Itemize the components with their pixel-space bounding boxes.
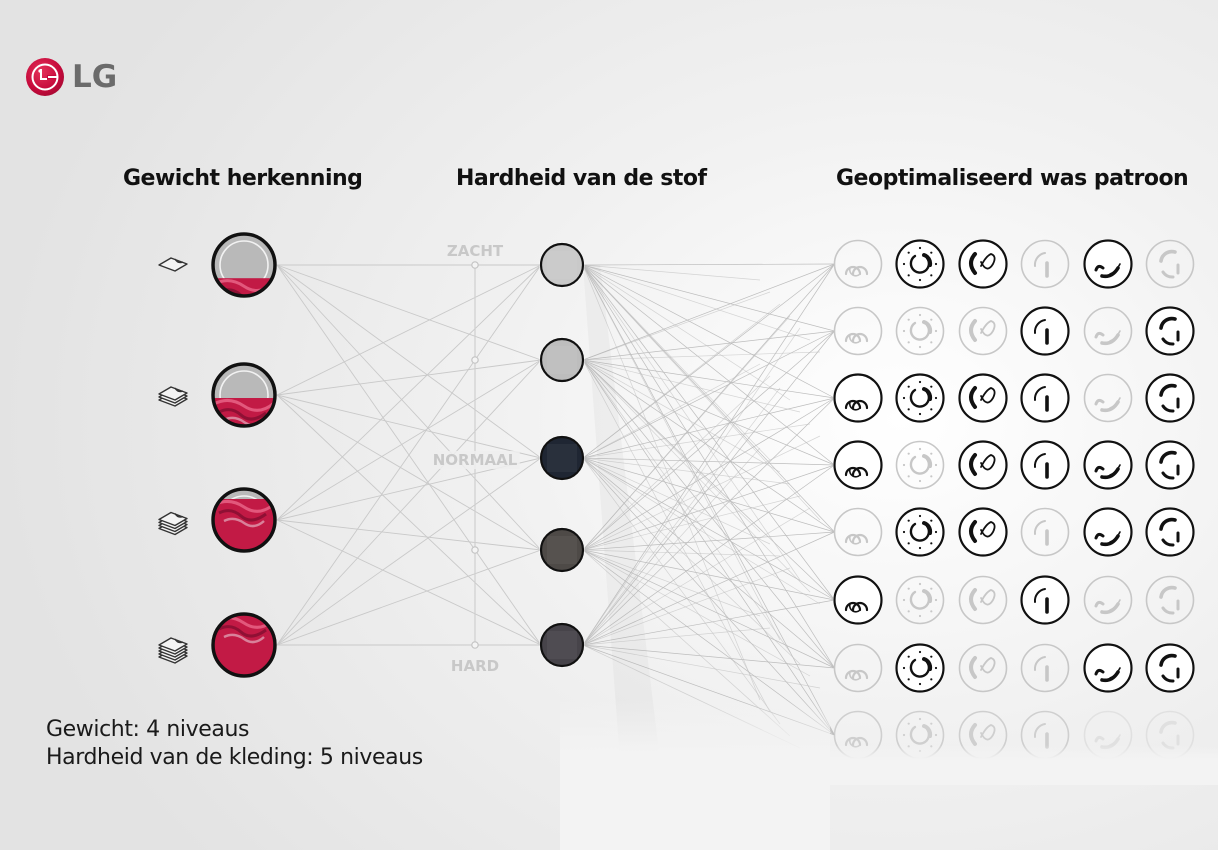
rolling-icon-active xyxy=(833,440,883,490)
rolling-icon-inactive xyxy=(833,507,883,557)
pattern-heading: Geoptimaliseerd was patroon xyxy=(836,166,1189,191)
rolling-swing-icon-inactive xyxy=(1145,239,1195,289)
lg-logo: LG xyxy=(26,58,117,96)
weight-levels-summary: Gewicht: 4 niveaus xyxy=(46,717,250,742)
scale-label-normal: NORMAAL xyxy=(430,451,520,469)
lg-logo-icon xyxy=(26,58,64,96)
rolling-swing-icon-active xyxy=(1145,440,1195,490)
scrubbing-icon-inactive xyxy=(1020,643,1070,693)
weight-level-drum xyxy=(211,487,277,553)
rolling-icon-inactive xyxy=(833,239,883,289)
single-shirt-icon xyxy=(158,257,188,272)
small-stack-icon xyxy=(158,386,188,407)
tumbling-icon-active xyxy=(895,507,945,557)
rolling-icon-active xyxy=(833,373,883,423)
tumbling-icon-inactive xyxy=(895,440,945,490)
medium-stack-icon xyxy=(158,511,188,536)
stepping-icon-active xyxy=(1083,507,1133,557)
stepping-icon-active xyxy=(1083,239,1133,289)
rolling-swing-icon-active xyxy=(1145,507,1195,557)
fabric-level-hard xyxy=(539,622,585,668)
rolling-icon-inactive xyxy=(833,643,883,693)
swing-icon-active xyxy=(958,373,1008,423)
stepping-icon-inactive xyxy=(1083,575,1133,625)
rolling-swing-icon-active xyxy=(1145,306,1195,356)
stepping-icon-active xyxy=(1083,440,1133,490)
tumbling-icon-inactive xyxy=(895,306,945,356)
summary-text: Gewicht: 4 niveaus Hardheid van de kledi… xyxy=(46,716,423,772)
brand-name: LG xyxy=(72,59,118,95)
scrubbing-icon-active xyxy=(1020,440,1070,490)
large-stack-icon xyxy=(158,637,188,664)
fabric-heading: Hardheid van de stof xyxy=(456,166,707,191)
swing-icon-inactive xyxy=(958,643,1008,693)
tumbling-icon-active xyxy=(895,643,945,693)
rolling-swing-icon-active xyxy=(1145,373,1195,423)
scrubbing-icon-active xyxy=(1020,575,1070,625)
rolling-icon-inactive xyxy=(833,306,883,356)
fabric-levels-summary: Hardheid van de kleding: 5 niveaus xyxy=(46,745,423,770)
tumbling-icon-active xyxy=(895,373,945,423)
rolling-swing-icon-inactive xyxy=(1145,575,1195,625)
stepping-icon-active xyxy=(1083,643,1133,693)
swing-icon-inactive xyxy=(958,306,1008,356)
rolling-icon-active xyxy=(833,575,883,625)
weight-level-drum xyxy=(211,362,277,428)
tumbling-icon-active xyxy=(895,239,945,289)
scrubbing-icon-active xyxy=(1020,373,1070,423)
fabric-to-pattern-links xyxy=(582,263,835,749)
fabric-level-normal xyxy=(539,435,585,481)
scrubbing-icon-active xyxy=(1020,306,1070,356)
scale-label-hard: HARD xyxy=(450,657,500,675)
stepping-icon-inactive xyxy=(1083,306,1133,356)
swing-icon-active xyxy=(958,239,1008,289)
fabric-level-medium-hard xyxy=(539,527,585,573)
weight-level-drum xyxy=(211,232,277,298)
scrubbing-icon-inactive xyxy=(1020,507,1070,557)
swing-icon-active xyxy=(958,440,1008,490)
rolling-swing-icon-active xyxy=(1145,643,1195,693)
stepping-icon-inactive xyxy=(1083,373,1133,423)
weight-heading: Gewicht herkenning xyxy=(123,166,363,191)
swing-icon-active xyxy=(958,507,1008,557)
wash-pattern-grid xyxy=(833,239,1195,760)
weight-level-drum xyxy=(211,612,277,678)
scale-label-soft: ZACHT xyxy=(446,242,504,260)
tumbling-icon-inactive xyxy=(895,575,945,625)
fabric-level-soft xyxy=(539,242,585,288)
scrubbing-icon-inactive xyxy=(1020,239,1070,289)
fabric-level-soft-medium xyxy=(539,337,585,383)
swing-icon-inactive xyxy=(958,575,1008,625)
weight-to-fabric-links xyxy=(276,264,542,646)
